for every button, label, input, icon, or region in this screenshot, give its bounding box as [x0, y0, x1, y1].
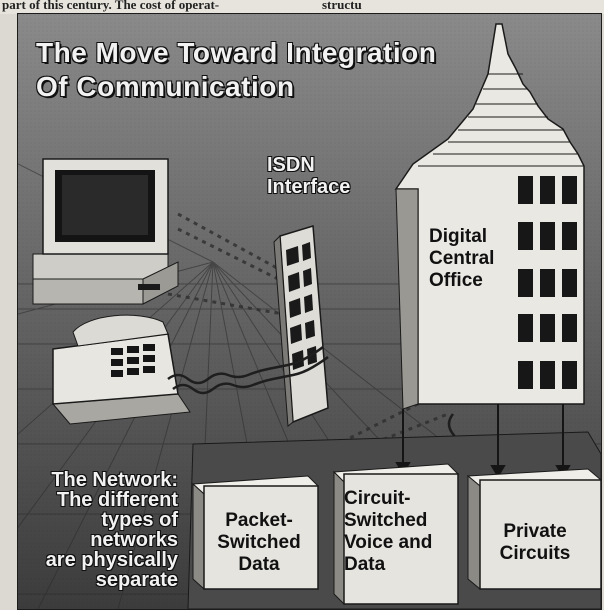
page-text-strip: part of this century. The cost of operat…: [0, 0, 604, 14]
figure-title-line2: Of Communication: [36, 71, 295, 102]
private-box-graphic: [466, 468, 601, 591]
telephone-graphic: [51, 314, 191, 425]
illustration-art: [18, 14, 601, 609]
network-caption: The Network: The different types of netw…: [28, 470, 178, 590]
office-label-line1: Digital: [429, 226, 488, 247]
network-caption-line2: The different: [56, 489, 178, 511]
packet-line1: Packet-: [225, 510, 293, 531]
computer-graphic: [32, 158, 179, 305]
circuit-line4: Data: [344, 554, 386, 575]
packet-line2: Switched: [217, 532, 301, 553]
network-caption-line5: separate: [95, 569, 178, 591]
body-text-left: part of this century. The cost of operat…: [2, 0, 220, 12]
office-label-line3: Office: [429, 270, 483, 291]
private-line1: Private: [503, 521, 567, 542]
network-caption-line3: types of networks: [90, 509, 178, 551]
private-line2: Circuits: [499, 543, 571, 564]
circuit-switched-label: Circuit- Switched Voice and Data: [344, 488, 456, 576]
private-circuits-label: Private Circuits: [470, 521, 600, 565]
figure-title-line1: The Move Toward Integration: [36, 37, 437, 68]
isdn-panel-graphic: [273, 225, 329, 427]
circuit-line1: Circuit-: [344, 488, 411, 509]
packet-box-graphic: [191, 475, 320, 591]
packet-switched-label: Packet- Switched Data: [204, 510, 314, 576]
network-caption-line4: are physically: [45, 549, 178, 571]
body-text-right: structu: [322, 0, 362, 12]
circuit-line2: Switched: [344, 510, 428, 531]
office-label-line2: Central: [429, 248, 495, 269]
circuit-box-graphic: [332, 463, 460, 606]
packet-line3: Data: [238, 554, 280, 575]
isdn-label-line1: ISDN: [267, 154, 315, 176]
central-office-label: Digital Central Office: [429, 226, 494, 292]
circuit-line3: Voice and: [344, 532, 433, 553]
network-caption-line1: The Network:: [51, 469, 178, 491]
isdn-interface-label: ISDN Interface: [267, 154, 350, 198]
central-office-building: [394, 23, 585, 410]
isdn-label-line2: Interface: [267, 176, 351, 198]
isdn-illustration: The Move Toward Integration Of Communica…: [17, 13, 602, 610]
